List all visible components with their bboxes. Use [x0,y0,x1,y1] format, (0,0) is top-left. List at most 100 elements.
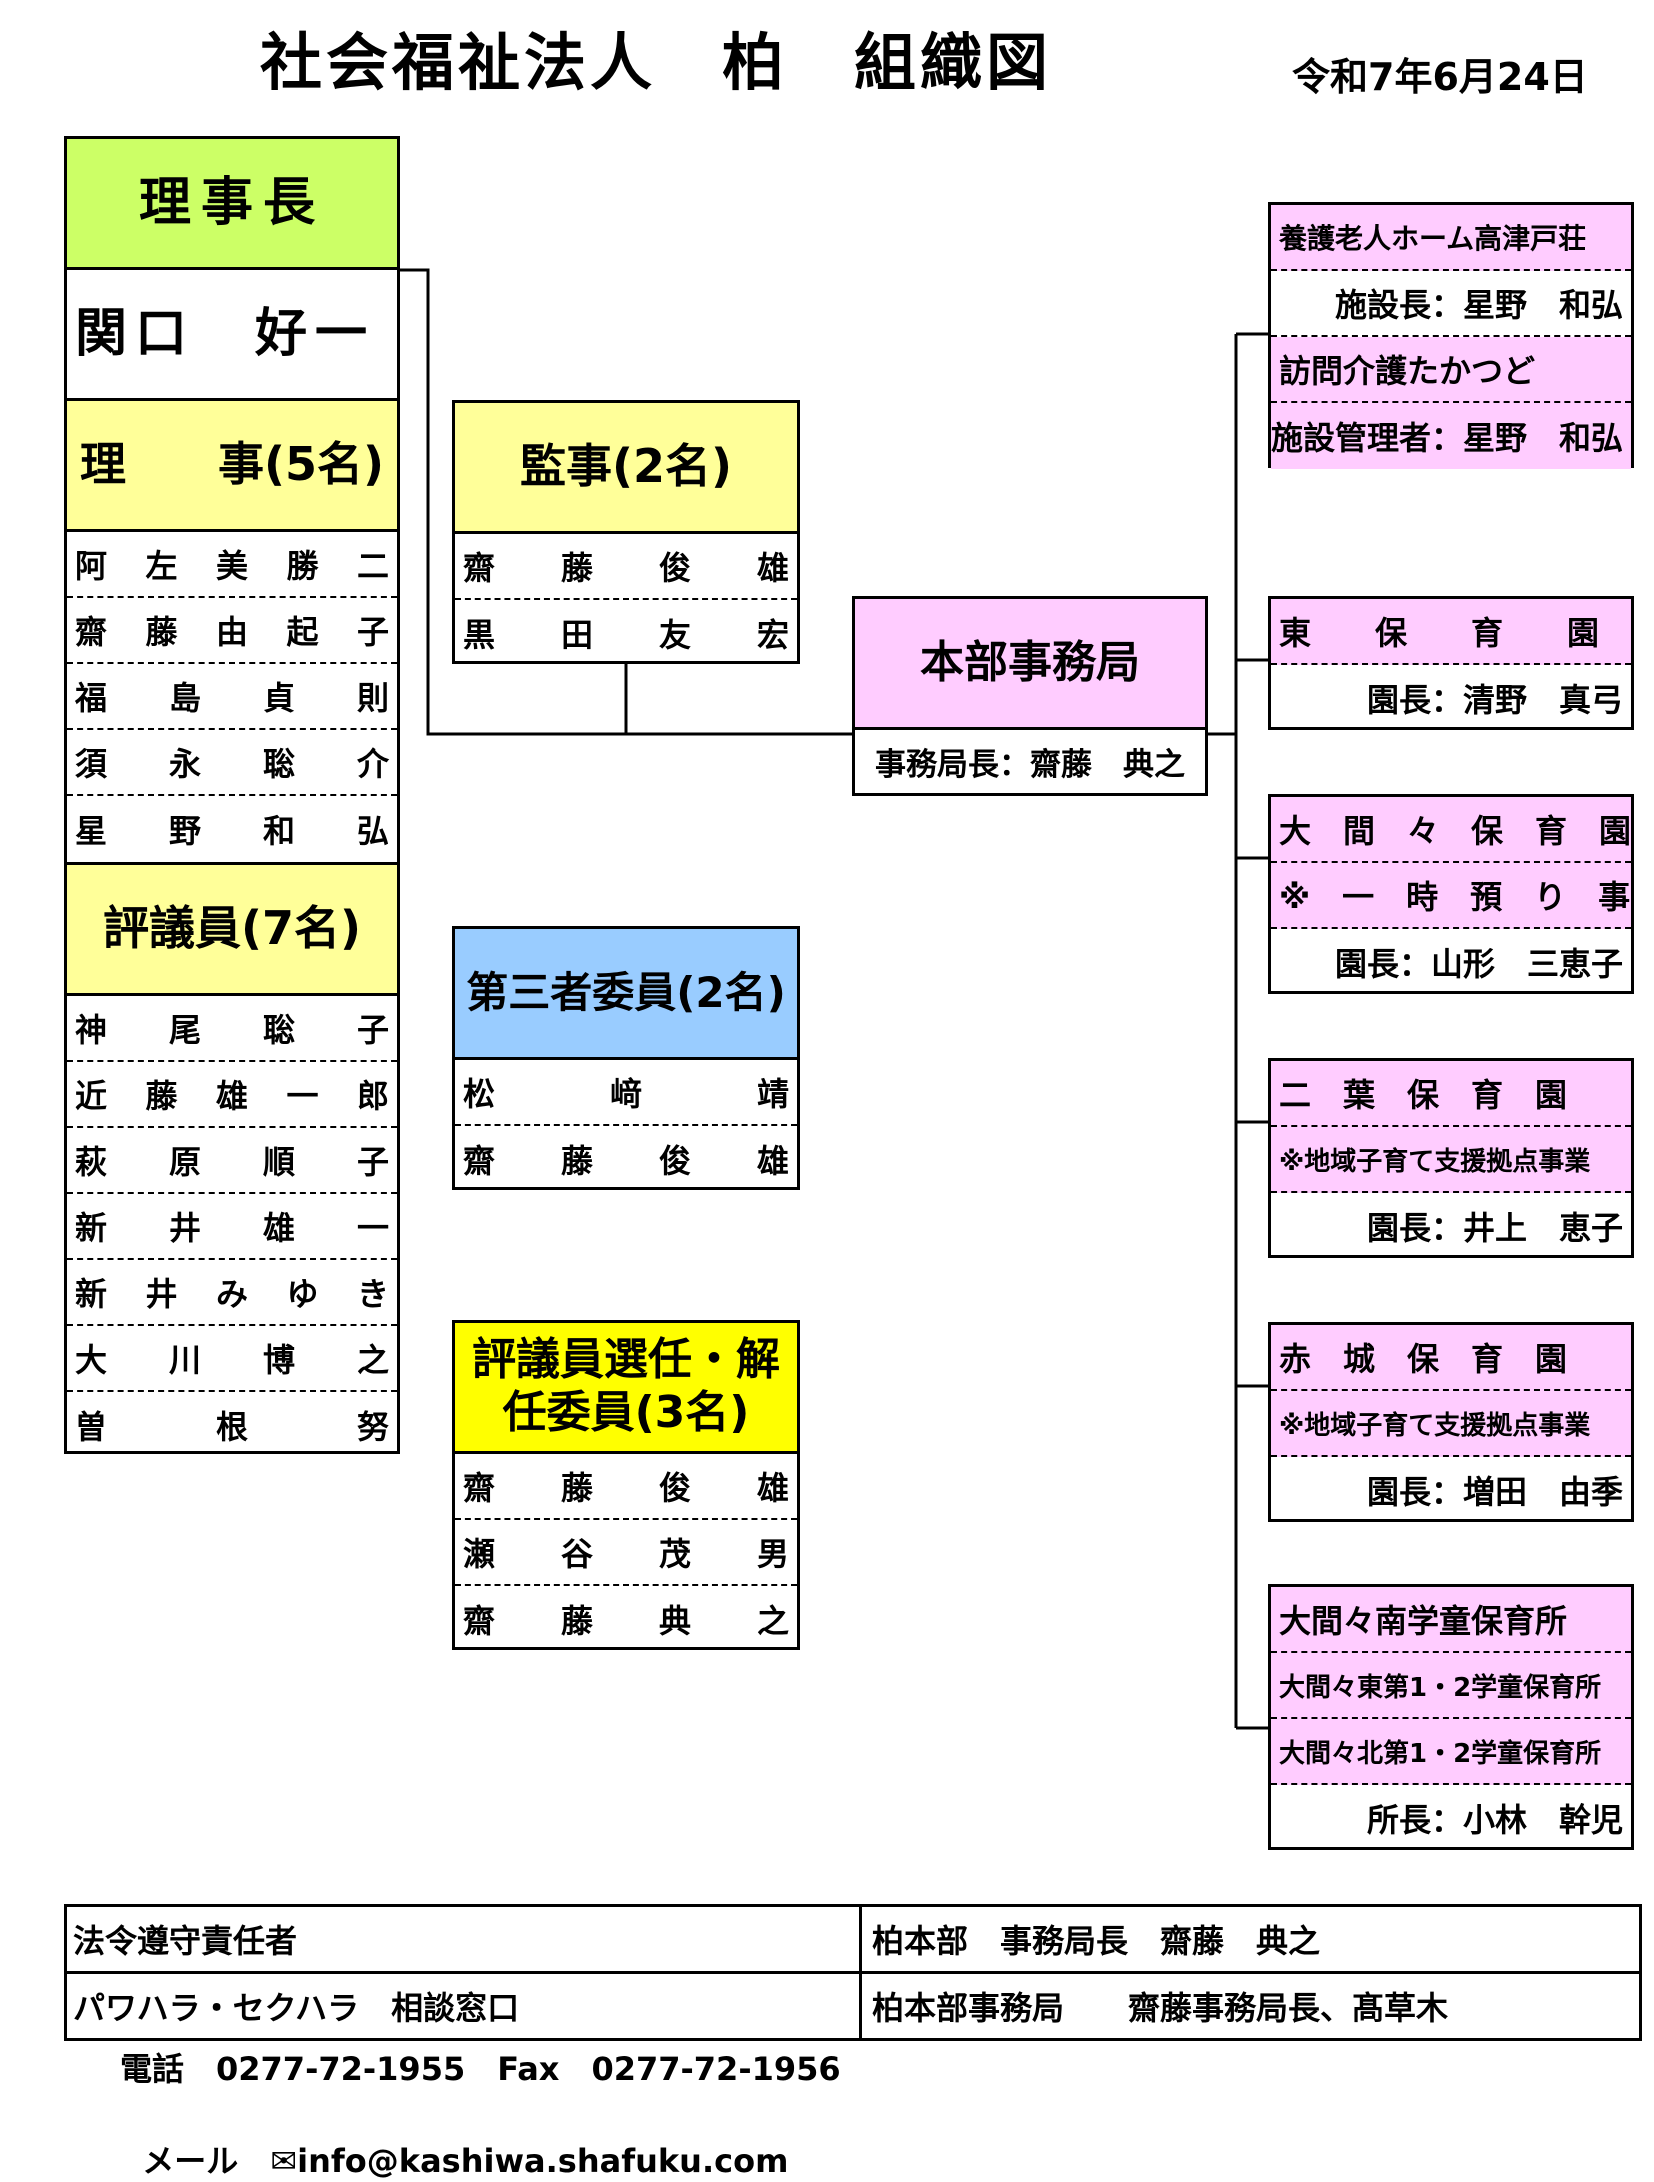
member-name-char: 子 [356,1011,389,1049]
member-name-char: 尾 [168,1011,201,1049]
facility-director: 所長：小林 幹児 [1366,1801,1623,1839]
member-row: 曽根努 [67,1392,397,1458]
directors-header: 理 事(5名) [67,401,397,532]
member-name-char: 順 [262,1143,295,1181]
member-name-char: 聡 [262,1011,295,1049]
contact-email-label: メール [142,2142,239,2180]
member-name-char: 茂 [658,1535,691,1573]
contact-phone: 電話 0277-72-1955 Fax 0277-72-1956 [120,2050,841,2088]
member-row: 阿左美勝二 [67,532,397,598]
member-name-char: 努 [356,1408,389,1446]
facility-name: 養護老人ホーム高津戸荘 [1271,205,1631,271]
member-name-char: 郎 [356,1077,389,1115]
member-name-char: 俊 [658,549,691,587]
member-name-char: 友 [658,616,691,654]
member-name-char: 弘 [356,812,389,850]
member-row: 萩原順子 [67,1128,397,1194]
compliance-row: 法令遵守責任者 柏本部 事務局長 齋藤 典之 [67,1907,1639,1971]
member-name-char: 藤 [560,1469,593,1507]
facility-name: 大間々北第1・2学童保育所 [1271,1719,1631,1785]
facility-omama-nursery-box: 大 間 々 保 育 園※ 一 時 預 り 事 業園長：山形 三恵子 [1268,794,1654,994]
member-name-char: 原 [168,1143,201,1181]
member-name-char: 雄 [215,1077,248,1115]
member-name-char: 子 [356,1143,389,1181]
chairman-header: 理事長 [67,139,397,270]
member-name-char: 黒 [463,616,496,654]
member-name-char: 近 [75,1077,108,1115]
member-name-char: 左 [145,547,178,585]
head-office-chief: 事務局長：齋藤 典之 [875,747,1185,783]
member-name-char: 則 [356,679,389,717]
member-row: 齋藤俊雄 [455,534,797,600]
member-name-char: 男 [756,1535,789,1573]
member-name-char: 典 [658,1602,691,1640]
member-name-char: 起 [286,613,319,651]
facility-name: 訪問介護たかつど [1271,337,1631,403]
member-name-char: み [215,1275,248,1313]
contact-email-line: メール ✉info@kashiwa.shafuku.com [120,2098,788,2182]
directors-list: 阿左美勝二齋藤由起子福島貞則須永聡介星野和弘 [67,532,397,865]
compliance-officer-value: 柏本部 事務局長 齋藤 典之 [872,1922,1321,1960]
member-name-char: 由 [215,613,248,651]
member-name-char: 大 [75,1341,108,1379]
member-row: 須永聡介 [67,730,397,796]
auditors-header: 監事(2名) [455,403,797,534]
facility-higashi-nursery-box: 東 保 育 園園長：清野 真弓 [1268,596,1634,730]
facility-name: 施設長：星野 和弘 [1271,271,1631,337]
page-title: 社会福祉法人 柏 組織図 [260,26,1053,99]
member-name-char: 齋 [463,1469,496,1507]
facility-name: 赤 城 保 育 園 [1271,1325,1631,1391]
member-name-char: 一 [356,1209,389,1247]
member-name-char: 之 [356,1341,389,1379]
member-row: 齋藤由起子 [67,598,397,664]
compliance-officer-label: 法令遵守責任者 [67,1907,862,1971]
member-name-char: 一 [286,1077,319,1115]
selection-header-line1: 評議員選任・解 [472,1334,780,1386]
facility-name: ※地域子育て支援拠点事業 [1271,1391,1631,1457]
member-name-char: 根 [215,1408,248,1446]
member-name-char: 野 [168,812,201,850]
member-row: 福島貞則 [67,664,397,730]
harassment-row: パワハラ・セクハラ 相談窓口 柏本部事務局 齋藤事務局長、髙草木 [67,1971,1639,2038]
member-row: 新井みゆき [67,1260,397,1326]
member-row: 齋藤俊雄 [455,1454,797,1520]
member-name-char: 貞 [262,679,295,717]
facility-director: 園長：井上 恵子 [1366,1209,1623,1247]
harassment-desk-value: 柏本部事務局 齋藤事務局長、髙草木 [872,1989,1449,2027]
member-name-char: 藤 [560,1142,593,1180]
facility-name: 東 保 育 園 [1271,599,1631,665]
facility-futaba-nursery-box: 二 葉 保 育 園※地域子育て支援拠点事業園長：井上 恵子 [1268,1058,1634,1258]
member-name-char: 介 [356,745,389,783]
selection-committee-header: 評議員選任・解 任委員(3名) [455,1323,797,1454]
facility-director: 園長：山形 三恵子 [1334,945,1623,983]
member-name-char: 島 [168,679,201,717]
facility-akagi-nursery-box: 赤 城 保 育 園※地域子育て支援拠点事業園長：増田 由季 [1268,1322,1634,1522]
member-name-char: 宏 [756,616,789,654]
member-name-char: 藤 [145,613,178,651]
compliance-table: 法令遵守責任者 柏本部 事務局長 齋藤 典之 パワハラ・セクハラ 相談窓口 柏本… [64,1904,1642,2041]
member-name-char: 﨑 [609,1075,642,1113]
member-name-char: 勝 [286,547,319,585]
member-name-char: 萩 [75,1143,108,1181]
member-name-char: 俊 [658,1469,691,1507]
contact-email[interactable]: ✉info@kashiwa.shafuku.com [270,2142,789,2180]
member-name-char: 和 [262,812,295,850]
selection-header-line2: 任委員(3名) [502,1387,750,1438]
chairman-connector [400,268,852,736]
member-name-char: 靖 [756,1075,789,1113]
councilors-list: 神尾聡子近藤雄一郎萩原順子新井雄一新井みゆき大川博之曽根努 [67,996,397,1458]
selection-committee-list: 齋藤俊雄瀬谷茂男齋藤典之 [455,1454,797,1652]
head-office-box: 本部事務局 事務局長：齋藤 典之 [852,596,1208,796]
member-name-char: 美 [215,547,248,585]
member-name-char: 曽 [75,1408,108,1446]
member-row: 大川博之 [67,1326,397,1392]
facility-elderly-home-box: 養護老人ホーム高津戸荘施設長：星野 和弘訪問介護たかつど施設管理者：星野 和弘 [1268,202,1634,469]
member-name-char: 神 [75,1011,108,1049]
member-name-char: 星 [75,812,108,850]
facility-name: 大間々東第1・2学童保育所 [1271,1653,1631,1719]
member-name-char: 子 [356,613,389,651]
facility-director: 園長：清野 真弓 [1366,681,1623,719]
member-name-char: 二 [356,547,389,585]
